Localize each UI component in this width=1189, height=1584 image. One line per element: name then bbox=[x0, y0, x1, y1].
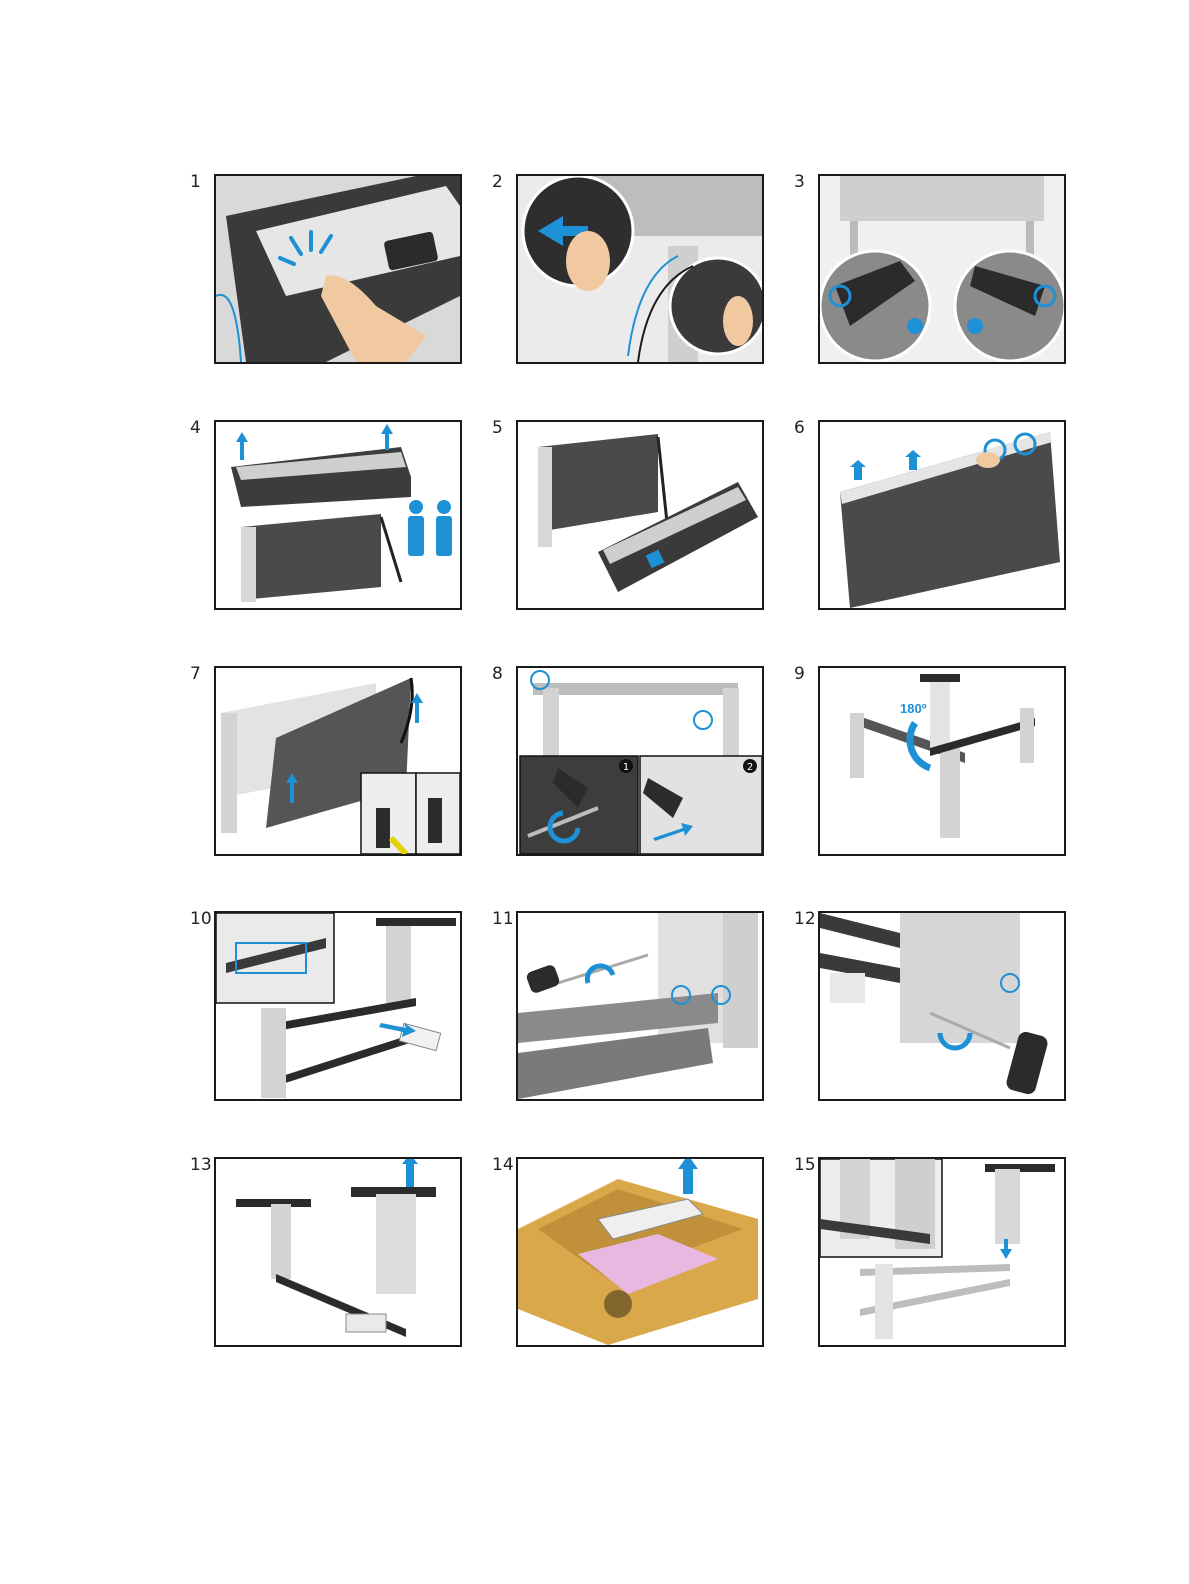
step-number: 1 bbox=[190, 172, 201, 192]
remove-bracket-screws-illustration: 1 2 bbox=[518, 668, 762, 854]
step-9: 9 180º bbox=[794, 664, 1094, 859]
hand-icon bbox=[976, 452, 1000, 468]
step-11: 11 bbox=[492, 909, 792, 1104]
step-illustration: 180º bbox=[818, 666, 1066, 856]
step-illustration bbox=[516, 1157, 764, 1347]
step-illustration bbox=[214, 420, 462, 610]
step-number: 4 bbox=[190, 418, 201, 438]
rotate-stand-illustration: 180º bbox=[820, 668, 1064, 854]
step-illustration: 1 2 bbox=[516, 666, 764, 856]
remove-leg-screw-2-illustration bbox=[820, 913, 1064, 1099]
step-7: 7 bbox=[190, 664, 490, 859]
step-6: 6 bbox=[794, 418, 1094, 613]
step-number: 9 bbox=[794, 664, 805, 684]
unplug-cable-illustration bbox=[518, 176, 762, 362]
step-number: 6 bbox=[794, 418, 805, 438]
step-illustration bbox=[214, 666, 462, 856]
step-illustration bbox=[214, 174, 462, 364]
remove-packing-block-illustration bbox=[216, 913, 460, 1099]
lift-leg-illustration bbox=[216, 1159, 460, 1345]
step-illustration bbox=[818, 911, 1066, 1101]
step-2: 2 bbox=[492, 172, 792, 367]
step-number: 8 bbox=[492, 664, 503, 684]
step-8: 8 1 2 bbox=[492, 664, 792, 859]
remove-basket-illustration bbox=[820, 422, 1064, 608]
step-illustration bbox=[818, 174, 1066, 364]
brand-logo-icon bbox=[604, 1290, 632, 1318]
rotation-label: 180º bbox=[900, 701, 927, 716]
hand-icon bbox=[566, 231, 610, 291]
step-12: 12 bbox=[794, 909, 1094, 1104]
step-4: 4 bbox=[190, 418, 490, 613]
step-number: 13 bbox=[190, 1155, 212, 1175]
callout-number: 1 bbox=[623, 762, 629, 773]
lift-printer-illustration bbox=[216, 422, 460, 608]
step-14: 14 bbox=[492, 1155, 792, 1350]
step-13: 13 bbox=[190, 1155, 490, 1350]
step-number: 5 bbox=[492, 418, 503, 438]
step-1: 1 bbox=[190, 172, 490, 367]
step-number: 12 bbox=[794, 909, 816, 929]
step-number: 10 bbox=[190, 909, 212, 929]
printer-power-button-illustration bbox=[216, 176, 460, 362]
step-illustration bbox=[516, 420, 764, 610]
step-number: 11 bbox=[492, 909, 514, 929]
step-number: 14 bbox=[492, 1155, 514, 1175]
unpack-box-illustration bbox=[518, 1159, 762, 1345]
step-3: 3 bbox=[794, 172, 1094, 367]
callout-number: 2 bbox=[747, 762, 753, 773]
remove-screws-illustration bbox=[820, 176, 1064, 362]
step-illustration bbox=[214, 1157, 462, 1347]
step-illustration bbox=[516, 174, 764, 364]
step-number: 2 bbox=[492, 172, 503, 192]
step-illustration bbox=[214, 911, 462, 1101]
step-illustration bbox=[818, 1157, 1066, 1347]
remove-leg-screws-illustration bbox=[518, 913, 762, 1099]
lift-basket-frame-illustration bbox=[216, 668, 460, 854]
step-5: 5 bbox=[492, 418, 792, 613]
step-number: 7 bbox=[190, 664, 201, 684]
step-10: 10 bbox=[190, 909, 490, 1104]
step-number: 15 bbox=[794, 1155, 816, 1175]
step-illustration bbox=[516, 911, 764, 1101]
step-15: 15 bbox=[794, 1155, 1094, 1350]
step-illustration bbox=[818, 420, 1066, 610]
step-number: 3 bbox=[794, 172, 805, 192]
attach-leg-illustration bbox=[820, 1159, 1064, 1345]
printer-on-floor-illustration bbox=[518, 422, 762, 608]
